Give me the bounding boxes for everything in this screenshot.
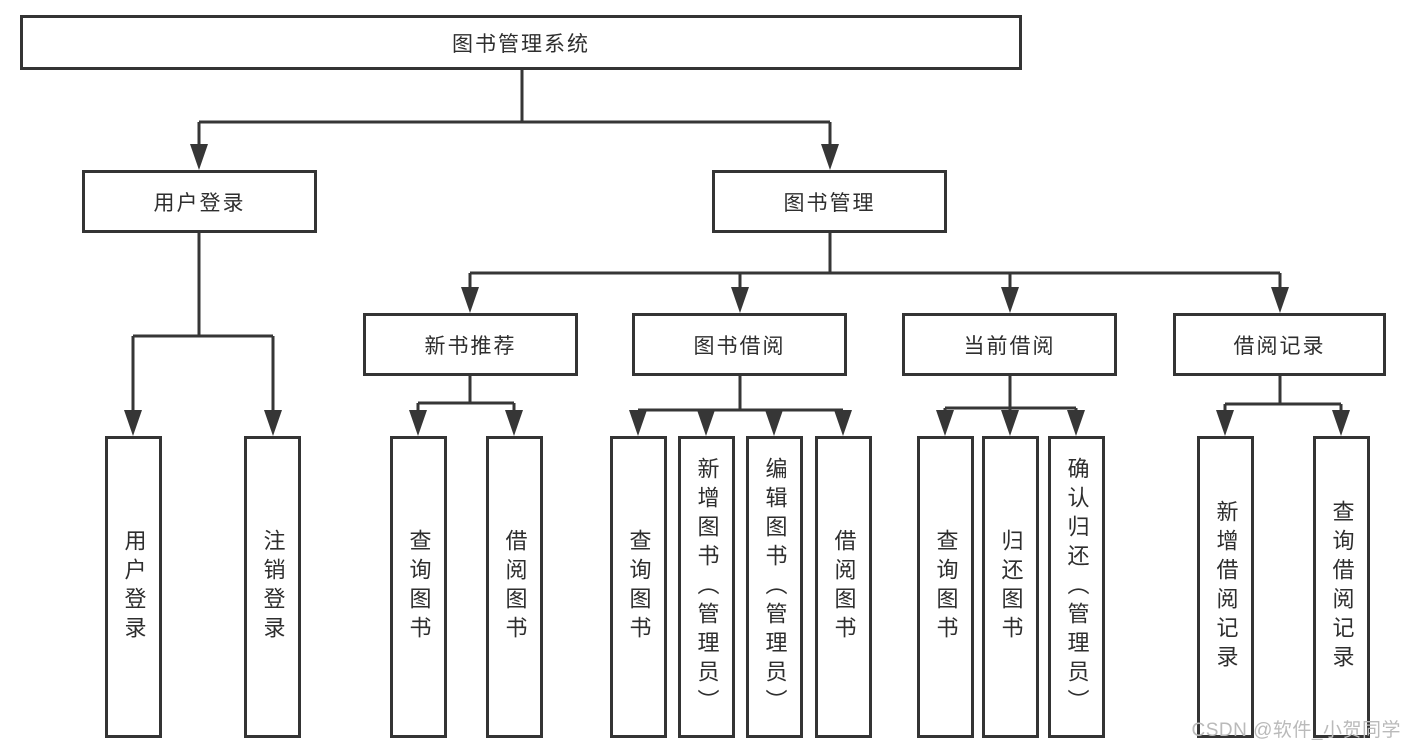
node-library-management-system: 图书管理系统	[20, 15, 1022, 70]
node-new-book-recommend: 新书推荐	[363, 313, 578, 376]
leaf-query-book-borrowing: 查询图书	[610, 436, 667, 738]
leaf-edit-book-admin: 编辑图书（管理员）	[746, 436, 803, 738]
leaf-confirm-return-admin: 确认归还（管理员）	[1048, 436, 1105, 738]
csdn-watermark: CSDN @软件_小贺同学	[1191, 720, 1401, 741]
leaf-query-borrow-record: 查询借阅记录	[1313, 436, 1370, 738]
leaf-query-book-recommend: 查询图书	[390, 436, 447, 738]
node-current-borrowing: 当前借阅	[902, 313, 1117, 376]
leaf-add-book-admin: 新增图书（管理员）	[678, 436, 735, 738]
leaf-return-book: 归还图书	[982, 436, 1039, 738]
node-book-borrowing: 图书借阅	[632, 313, 847, 376]
leaf-borrow-book-recommend: 借阅图书	[486, 436, 543, 738]
leaf-add-borrow-record: 新增借阅记录	[1197, 436, 1254, 738]
node-user-login: 用户登录	[82, 170, 317, 233]
leaf-logout: 注销登录	[244, 436, 301, 738]
node-book-management: 图书管理	[712, 170, 947, 233]
arrowhead-icons	[124, 144, 1350, 436]
leaf-borrow-book-borrowing: 借阅图书	[815, 436, 872, 738]
node-borrow-records: 借阅记录	[1173, 313, 1386, 376]
leaf-query-book-current: 查询图书	[917, 436, 974, 738]
leaf-user-login: 用户登录	[105, 436, 162, 738]
